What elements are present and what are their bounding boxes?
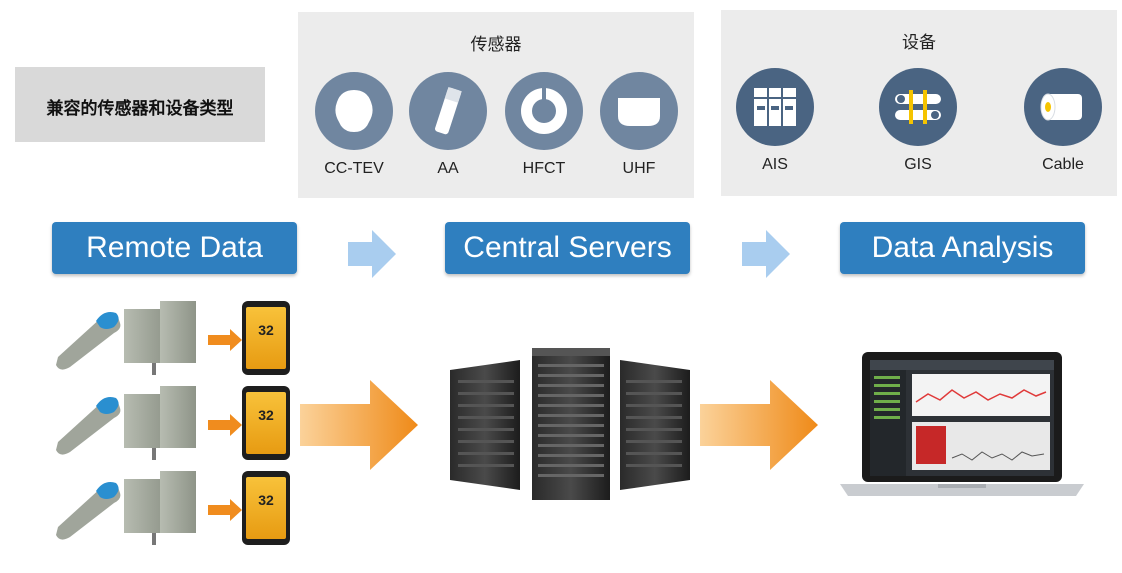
remote-devices-illustration: 32 32 32 <box>56 301 290 545</box>
uhf-sensor-icon <box>600 72 678 150</box>
sensor-label: HFCT <box>522 160 566 177</box>
cc-tev-sensor-icon <box>315 72 393 150</box>
flow-arrow-icon <box>742 230 790 278</box>
aa-sensor-icon <box>409 72 487 150</box>
orange-flow-arrow-icon <box>700 380 818 470</box>
remote-data-banner: Remote Data <box>52 222 297 274</box>
sensor-item-hfct: HFCT <box>494 72 594 178</box>
sensor-label: CC-TEV <box>324 160 384 177</box>
device-label: Cable <box>1042 156 1084 173</box>
ais-switchgear-icon <box>736 68 814 146</box>
compatible-types-label-box: 兼容的传感器和设备类型 <box>15 67 265 142</box>
device-label: AIS <box>762 156 788 173</box>
phone-reading: 32 <box>258 492 274 508</box>
cable-icon <box>1024 68 1102 146</box>
sensors-panel: 传感器 CC-TEV AA HFCT UHF <box>298 12 694 198</box>
data-analysis-banner: Data Analysis <box>840 222 1085 274</box>
orange-flow-arrow-icon <box>300 380 418 470</box>
device-item-gis: GIS <box>868 68 968 174</box>
phone-reading: 32 <box>258 407 274 423</box>
sensor-item-cc-tev: CC-TEV <box>304 72 404 178</box>
phone-reading: 32 <box>258 322 274 338</box>
laptop-dashboard-illustration <box>840 352 1084 496</box>
devices-panel: 设备 AIS GIS <box>721 10 1117 196</box>
compatible-types-label: 兼容的传感器和设备类型 <box>46 99 234 119</box>
gis-switchgear-icon <box>879 68 957 146</box>
devices-title: 设备 <box>902 33 936 53</box>
device-item-cable: Cable <box>1013 68 1113 174</box>
sensor-label: UHF <box>622 160 656 177</box>
sensors-title: 传感器 <box>470 35 522 55</box>
remote-device-row: 32 <box>56 301 290 375</box>
device-label: GIS <box>904 156 932 173</box>
sensor-item-uhf: UHF <box>589 72 689 178</box>
hfct-sensor-icon <box>505 72 583 150</box>
device-item-ais: AIS <box>725 68 825 174</box>
server-rack-illustration <box>450 348 690 500</box>
sensor-item-aa: AA <box>398 72 498 178</box>
flow-arrow-icon <box>348 230 396 278</box>
remote-device-row: 32 <box>56 386 290 460</box>
sensor-label: AA <box>437 160 459 177</box>
remote-device-row: 32 <box>56 471 290 545</box>
central-servers-banner: Central Servers <box>445 222 690 274</box>
